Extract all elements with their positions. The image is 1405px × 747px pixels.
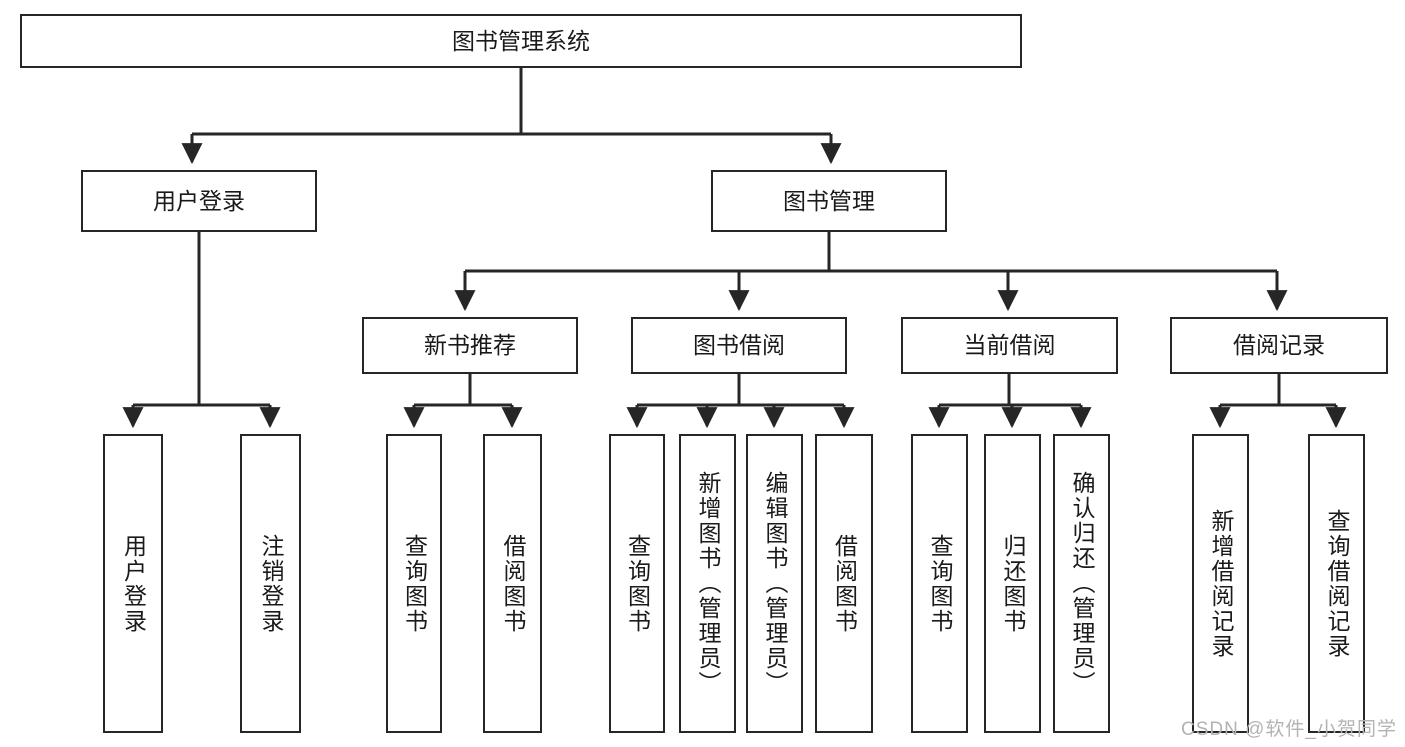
node-label: 用户登录 [120, 533, 147, 634]
node-label: 查询图书 [401, 533, 428, 634]
node-label: 图书管理系统 [452, 27, 590, 54]
node-label: 查询图书 [624, 533, 651, 634]
node-label: 当前借阅 [963, 332, 1056, 359]
node-label: 借阅图书 [500, 533, 526, 634]
node-leaf-query-book-borrow[interactable]: 查询图书 [609, 434, 665, 733]
node-label: 查询借阅记录 [1324, 508, 1350, 659]
node-leaf-add-book-admin[interactable]: 新增图书（管理员） [679, 434, 736, 733]
node-leaf-confirm-return-admin[interactable]: 确认归还（管理员） [1053, 434, 1110, 733]
node-leaf-query-book-current[interactable]: 查询图书 [911, 434, 968, 733]
node-leaf-query-book-recommend[interactable]: 查询图书 [386, 434, 442, 733]
node-label: 归还图书 [1000, 533, 1026, 634]
node-book-manage[interactable]: 图书管理 [711, 170, 947, 232]
node-leaf-borrow-book[interactable]: 借阅图书 [815, 434, 873, 733]
node-leaf-edit-book-admin[interactable]: 编辑图书（管理员） [746, 434, 803, 733]
node-label: 新增图书（管理员） [695, 471, 721, 696]
node-label: 借阅图书 [831, 533, 858, 634]
node-label: 用户登录 [153, 187, 245, 214]
node-label: 注销登录 [258, 533, 284, 634]
node-leaf-query-borrow-record[interactable]: 查询借阅记录 [1308, 434, 1365, 733]
node-label: 借阅记录 [1233, 332, 1325, 359]
node-new-book-recommend[interactable]: 新书推荐 [362, 317, 578, 374]
node-label: 编辑图书（管理员） [762, 471, 788, 696]
node-current-borrow[interactable]: 当前借阅 [901, 317, 1118, 374]
node-borrow-record[interactable]: 借阅记录 [1170, 317, 1388, 374]
node-label: 图书管理 [783, 187, 875, 214]
node-user-login[interactable]: 用户登录 [81, 170, 317, 232]
node-label: 新增借阅记录 [1208, 508, 1234, 659]
node-label: 新书推荐 [424, 332, 516, 359]
node-book-borrow[interactable]: 图书借阅 [631, 317, 847, 374]
node-label: 确认归还（管理员） [1069, 471, 1095, 696]
node-leaf-add-borrow-record[interactable]: 新增借阅记录 [1192, 434, 1249, 733]
node-label: 图书借阅 [693, 332, 785, 359]
node-leaf-user-login[interactable]: 用户登录 [103, 434, 163, 733]
node-label: 查询图书 [927, 533, 953, 634]
node-leaf-logout[interactable]: 注销登录 [240, 434, 301, 733]
node-leaf-borrow-book-recommend[interactable]: 借阅图书 [483, 434, 542, 733]
node-leaf-return-book[interactable]: 归还图书 [984, 434, 1041, 733]
node-root-book-management-system[interactable]: 图书管理系统 [20, 14, 1022, 68]
